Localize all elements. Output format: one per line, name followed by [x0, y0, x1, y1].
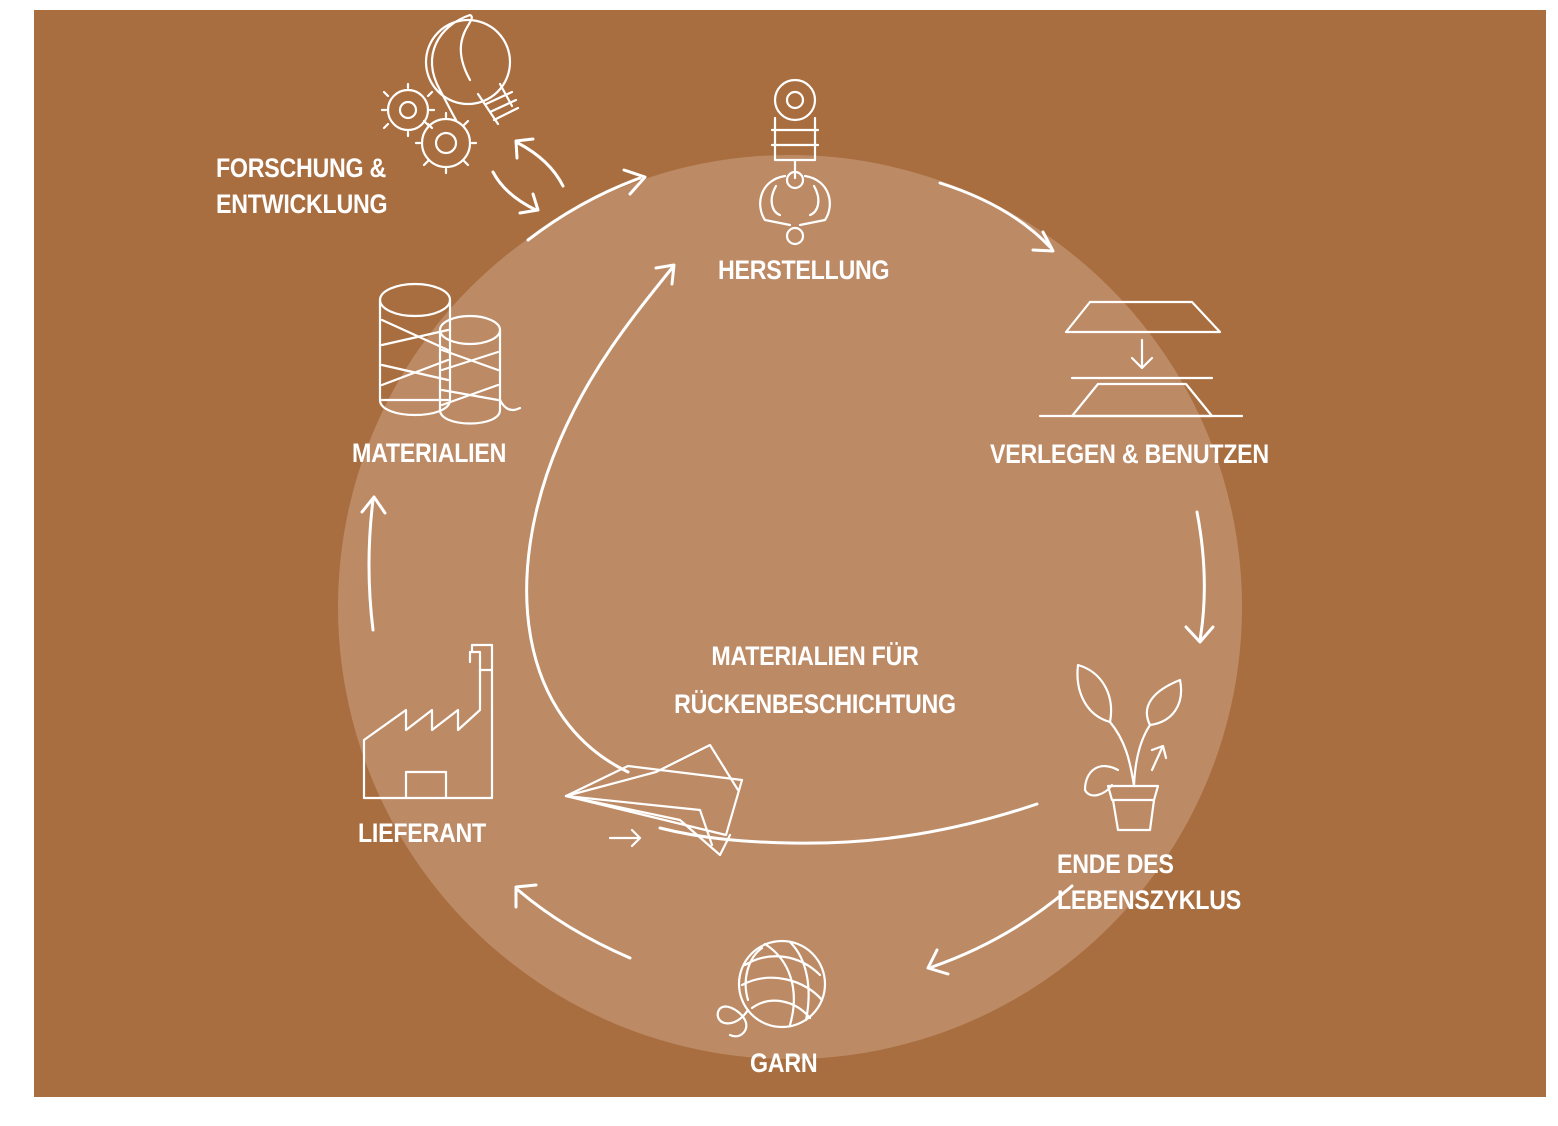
robot-gripper-icon: [759, 78, 831, 246]
arrow-to-materialien: [367, 498, 375, 632]
lifecycle-disc: [338, 155, 1242, 1059]
label-ende: ENDE DES LEBENSZYKLUS: [1057, 849, 1241, 915]
arrow-to-lieferant: [516, 888, 632, 960]
label-verlegen: VERLEGEN & BENUTZEN: [990, 439, 1269, 469]
arrowhead-verlegen: [1031, 230, 1055, 253]
arrowhead-ende: [1184, 625, 1215, 644]
label-forschung: FORSCHUNG & ENTWICKLUNG: [216, 153, 388, 219]
arrow-to-herstellung: [526, 176, 642, 242]
inner-loop-arrow: [525, 263, 1039, 845]
factory-icon: [362, 643, 494, 800]
arrow-to-ende: [1195, 510, 1206, 642]
arrowhead-lieferant: [514, 883, 538, 909]
arrowhead-research-out: [514, 137, 535, 160]
label-materialien: MATERIALIEN: [352, 438, 507, 468]
arrowhead-materialien: [360, 495, 387, 515]
inner-arc-left: [525, 266, 674, 774]
label-rueckseite: MATERIALIEN FÜR RÜCKENBESCHICHTUNG: [674, 641, 956, 719]
arrow-research-in: [491, 170, 538, 212]
lightbulb-gears-icon: [380, 13, 520, 175]
arrowhead-garn: [926, 948, 950, 976]
label-lieferant: LIEFERANT: [358, 818, 486, 848]
cycle-arrows: [360, 137, 1215, 976]
inner-arc-bottom: [658, 802, 1039, 845]
yarn-ball-icon: [716, 939, 827, 1038]
backing-sheets-icon: [564, 743, 744, 857]
label-herstellung: HERSTELLUNG: [718, 255, 890, 285]
thread-spools-icon: [378, 282, 522, 425]
carpet-tile-install-icon: [1038, 300, 1244, 418]
arrow-research-out: [516, 141, 565, 188]
arrowhead-herstellung: [622, 168, 647, 196]
arrowhead-research-in: [518, 192, 540, 215]
potted-plant-icon: [1076, 663, 1183, 832]
arrow-to-verlegen: [938, 181, 1052, 249]
inner-arrowhead: [654, 263, 676, 286]
label-garn: GARN: [750, 1048, 818, 1078]
arrow-to-garn: [930, 884, 1074, 969]
